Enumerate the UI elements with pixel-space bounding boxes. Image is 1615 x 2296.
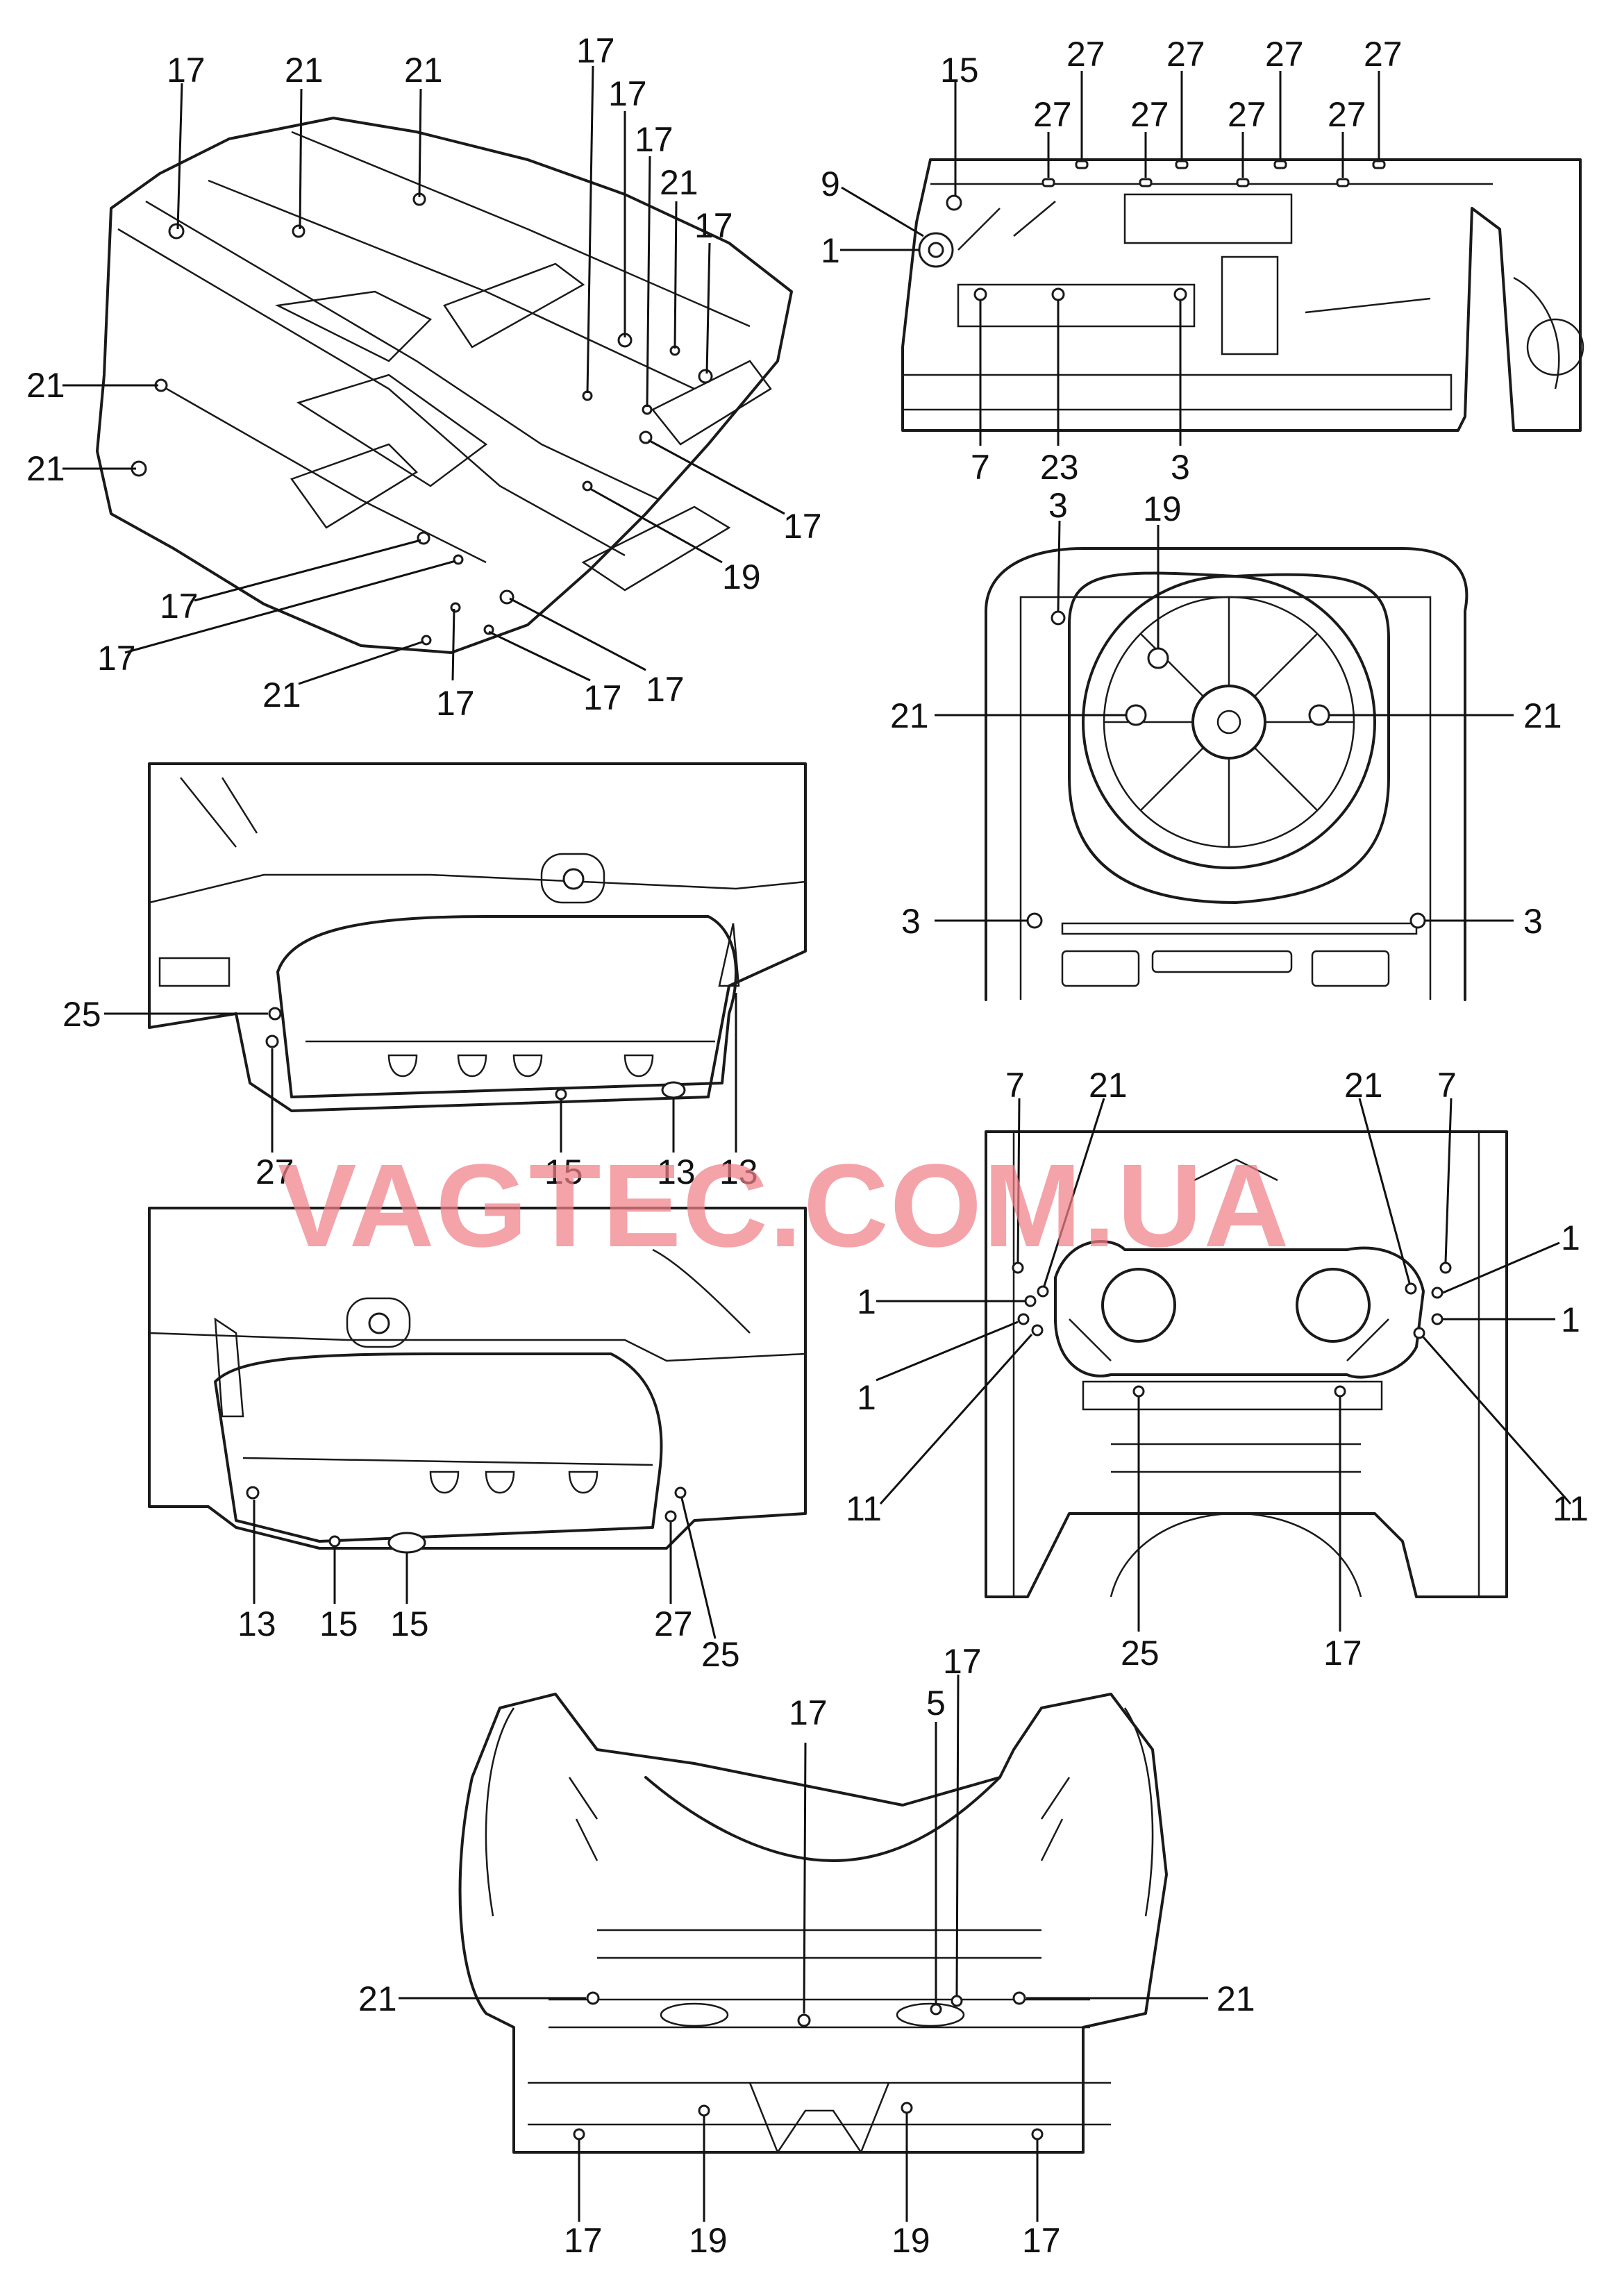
view-rear-floor-middle: 7 21 21 7 1 1 1 1 11 11 25 17 xyxy=(846,1066,1589,1673)
callout-label: 25 xyxy=(1121,1634,1160,1673)
callout-label: 5 xyxy=(926,1684,946,1723)
callout-label: 17 xyxy=(943,1642,982,1681)
callout-label: 25 xyxy=(701,1635,740,1674)
callout-label: 17 xyxy=(1022,2221,1061,2260)
callout-label: 17 xyxy=(1323,1634,1362,1673)
callout-label: 21 xyxy=(1216,1979,1255,2018)
view-floor-left-top: 17 21 21 17 17 17 21 17 21 21 17 19 17 1… xyxy=(26,31,822,723)
callout-label: 11 xyxy=(846,1489,882,1528)
callout-label: 1 xyxy=(857,1378,876,1417)
callout-label: 21 xyxy=(358,1979,397,2018)
callout-label: 27 xyxy=(1265,35,1304,74)
callout-label: 17 xyxy=(646,670,685,709)
callout-label: 27 xyxy=(256,1153,294,1191)
callout-label: 27 xyxy=(1228,95,1266,134)
callout-label: 21 xyxy=(26,449,65,488)
callout-label: 17 xyxy=(167,51,206,90)
callout-label: 27 xyxy=(1130,95,1169,134)
callout-label: 11 xyxy=(1553,1489,1589,1528)
callout-label: 17 xyxy=(608,74,647,113)
callout-label: 27 xyxy=(654,1604,693,1643)
callout-label: 7 xyxy=(971,448,990,487)
callout-label: 27 xyxy=(1033,95,1072,134)
callout-label: 27 xyxy=(1328,95,1366,134)
view-side-member-middle: 25 27 15 13 13 xyxy=(62,762,807,1191)
callout-label: 17 xyxy=(160,587,199,626)
callout-label: 21 xyxy=(404,51,443,90)
view-underbody-bottom: 17 5 17 21 21 17 19 19 17 xyxy=(358,1642,1255,2260)
callout-label: 3 xyxy=(1171,448,1190,487)
callout-label: 9 xyxy=(821,165,840,203)
callout-label: 17 xyxy=(436,684,475,723)
view-spare-wheel-well: 3 19 21 21 3 3 xyxy=(890,486,1562,1001)
callout-label: 1 xyxy=(821,231,840,270)
callout-label: 17 xyxy=(789,1693,828,1732)
callout-label: 21 xyxy=(262,676,301,714)
callout-label: 21 xyxy=(1089,1066,1128,1105)
callout-label: 15 xyxy=(390,1604,429,1643)
callout-label: 19 xyxy=(722,558,761,596)
callout-label: 17 xyxy=(564,2221,603,2260)
callout-label: 21 xyxy=(1344,1066,1383,1105)
callout-label: 17 xyxy=(783,507,822,546)
callout-label: 19 xyxy=(1143,489,1182,528)
callout-label: 3 xyxy=(1523,902,1543,941)
callout-label: 25 xyxy=(62,995,101,1034)
callout-label: 1 xyxy=(1561,1218,1580,1257)
callout-label: 13 xyxy=(237,1604,276,1643)
callout-label: 17 xyxy=(97,639,136,678)
callout-label: 1 xyxy=(1561,1300,1580,1339)
callout-label: 13 xyxy=(657,1153,696,1191)
callout-label: 15 xyxy=(940,51,979,90)
callout-label: 7 xyxy=(1437,1066,1457,1105)
watermark-text: VAGTEC.COM.UA xyxy=(278,1140,1290,1272)
callout-label: 17 xyxy=(694,206,733,245)
callout-label: 17 xyxy=(576,31,615,70)
callout-label: 27 xyxy=(1066,35,1105,74)
callout-label: 21 xyxy=(660,163,698,202)
callout-label: 19 xyxy=(892,2221,930,2260)
callout-label: 23 xyxy=(1040,448,1079,487)
callout-label: 21 xyxy=(890,696,929,735)
callout-label: 19 xyxy=(689,2221,728,2260)
callout-label: 7 xyxy=(1005,1066,1025,1105)
callout-label: 1 xyxy=(857,1282,876,1321)
callout-label: 21 xyxy=(26,366,65,405)
callout-label: 3 xyxy=(901,902,921,941)
callout-label: 21 xyxy=(1523,696,1562,735)
callout-label: 27 xyxy=(1166,35,1205,74)
callout-label: 21 xyxy=(285,51,324,90)
callout-label: 17 xyxy=(635,120,673,159)
callout-label: 15 xyxy=(544,1153,583,1191)
view-rear-panel-top-right: 15 27 27 27 27 27 27 27 27 9 1 7 23 3 xyxy=(821,35,1584,487)
callout-label: 3 xyxy=(1048,486,1068,525)
callout-label: 15 xyxy=(319,1604,358,1643)
callout-label: 27 xyxy=(1364,35,1403,74)
callout-label: 13 xyxy=(719,1153,758,1191)
callout-label: 17 xyxy=(583,678,622,717)
view-side-member-lower: 13 15 15 27 25 xyxy=(148,1207,807,1674)
